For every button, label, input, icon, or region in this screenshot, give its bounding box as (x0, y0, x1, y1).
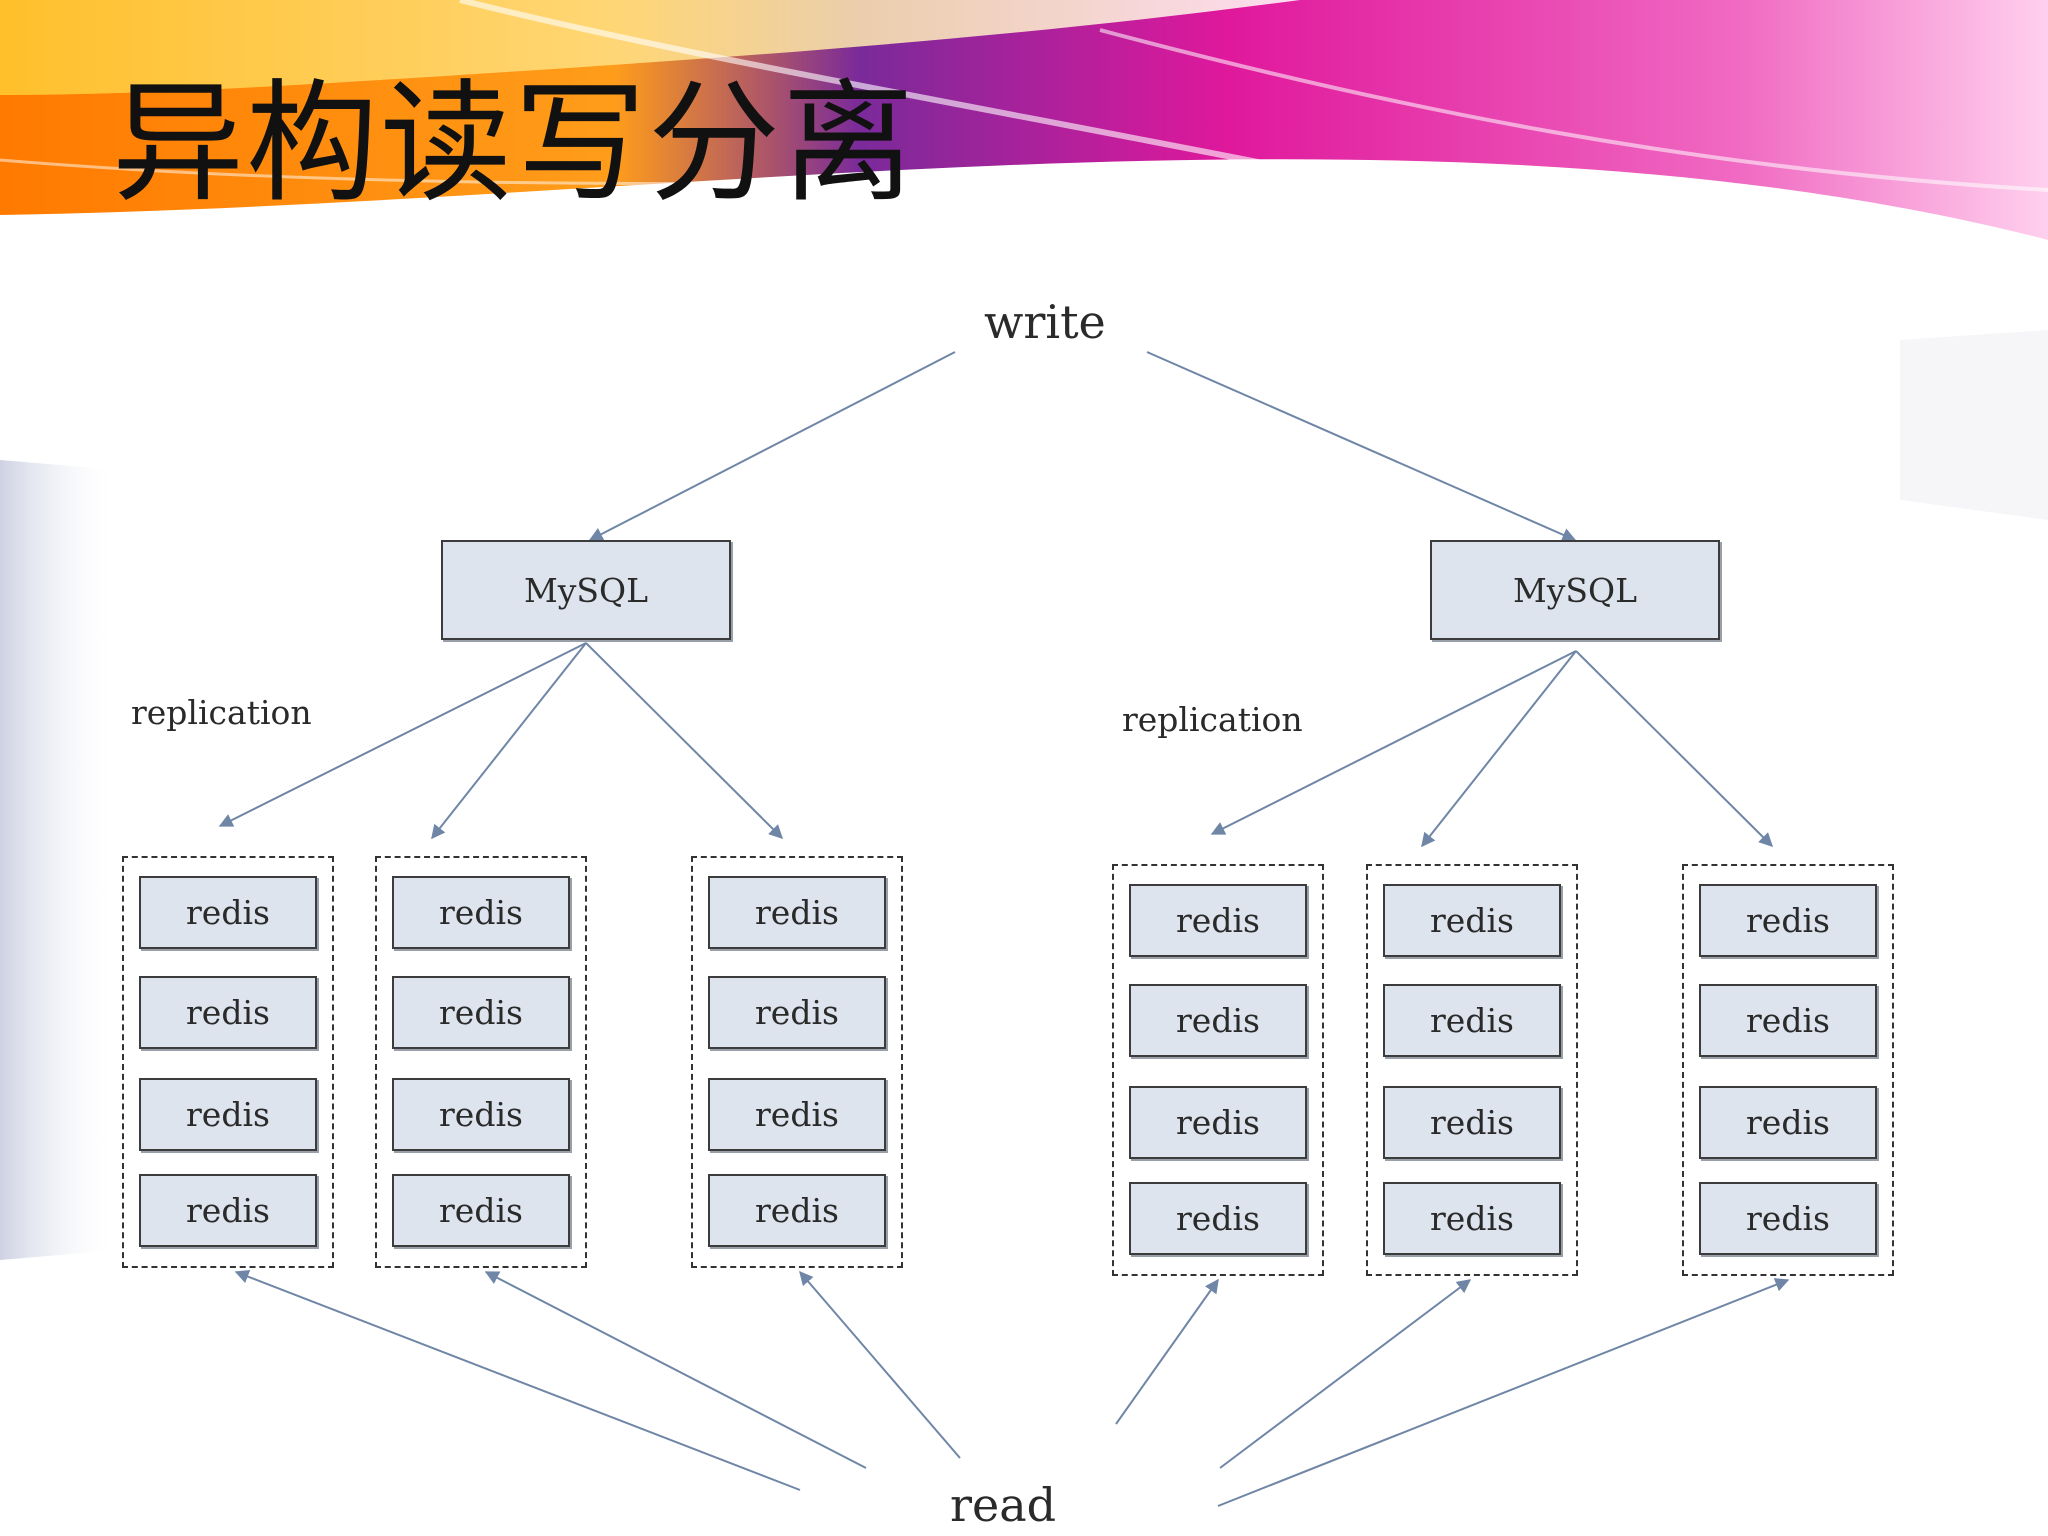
redis-node: redis (139, 976, 317, 1049)
redis-node: redis (708, 1174, 886, 1247)
redis-node: redis (1129, 984, 1307, 1057)
redis-group-2-2: redis redis redis redis (1366, 864, 1578, 1276)
redis-node: redis (392, 1174, 570, 1247)
redis-node: redis (1699, 1086, 1877, 1159)
replication-label-2: replication (1122, 700, 1303, 739)
replication-label-1: replication (131, 693, 312, 732)
arrow-read-to-group-1-3 (799, 1270, 961, 1459)
arrow-read-to-group-2-1 (1115, 1278, 1219, 1425)
redis-group-1-2: redis redis redis redis (375, 856, 587, 1268)
redis-node: redis (1383, 884, 1561, 957)
arrow-read-to-group-1-1 (234, 1270, 801, 1491)
redis-node: redis (1383, 984, 1561, 1057)
redis-node: redis (1699, 1182, 1877, 1255)
redis-node: redis (1699, 984, 1877, 1057)
redis-group-1-1: redis redis redis redis (122, 856, 334, 1268)
redis-node: redis (139, 1078, 317, 1151)
slide-title: 异构读写分离 (112, 67, 916, 221)
arrow-read-to-group-1-2 (484, 1271, 867, 1469)
redis-node: redis (1129, 884, 1307, 957)
arrow-replication-1-2 (431, 642, 587, 840)
arrow-replication-2-2 (1421, 650, 1577, 848)
arrow-read-to-group-2-3 (1217, 1278, 1790, 1507)
redis-node: redis (139, 1174, 317, 1247)
arrow-read-to-group-2-2 (1219, 1279, 1472, 1469)
arrow-write-to-master-2 (1146, 351, 1577, 542)
arrow-replication-1-1 (218, 642, 587, 827)
redis-node: redis (1383, 1086, 1561, 1159)
arrow-replication-2-3 (1575, 650, 1773, 847)
redis-group-2-3: redis redis redis redis (1682, 864, 1894, 1276)
redis-node: redis (1129, 1086, 1307, 1159)
arrow-write-to-master-1 (588, 351, 956, 541)
mysql-master-1: MySQL (441, 540, 731, 640)
redis-node: redis (708, 876, 886, 949)
redis-group-2-1: redis redis redis redis (1112, 864, 1324, 1276)
redis-node: redis (1383, 1182, 1561, 1255)
redis-node: redis (708, 1078, 886, 1151)
redis-node: redis (1699, 884, 1877, 957)
redis-node: redis (392, 876, 570, 949)
redis-node: redis (392, 1078, 570, 1151)
read-label: read (950, 1478, 1057, 1532)
redis-group-1-3: redis redis redis redis (691, 856, 903, 1268)
redis-node: redis (392, 976, 570, 1049)
write-label: write (984, 295, 1106, 349)
redis-node: redis (1129, 1182, 1307, 1255)
redis-node: redis (139, 876, 317, 949)
arrow-replication-2-1 (1210, 650, 1577, 835)
banner-decoration (0, 0, 2048, 240)
redis-node: redis (708, 976, 886, 1049)
mysql-master-2: MySQL (1430, 540, 1720, 640)
arrow-replication-1-3 (585, 642, 783, 839)
